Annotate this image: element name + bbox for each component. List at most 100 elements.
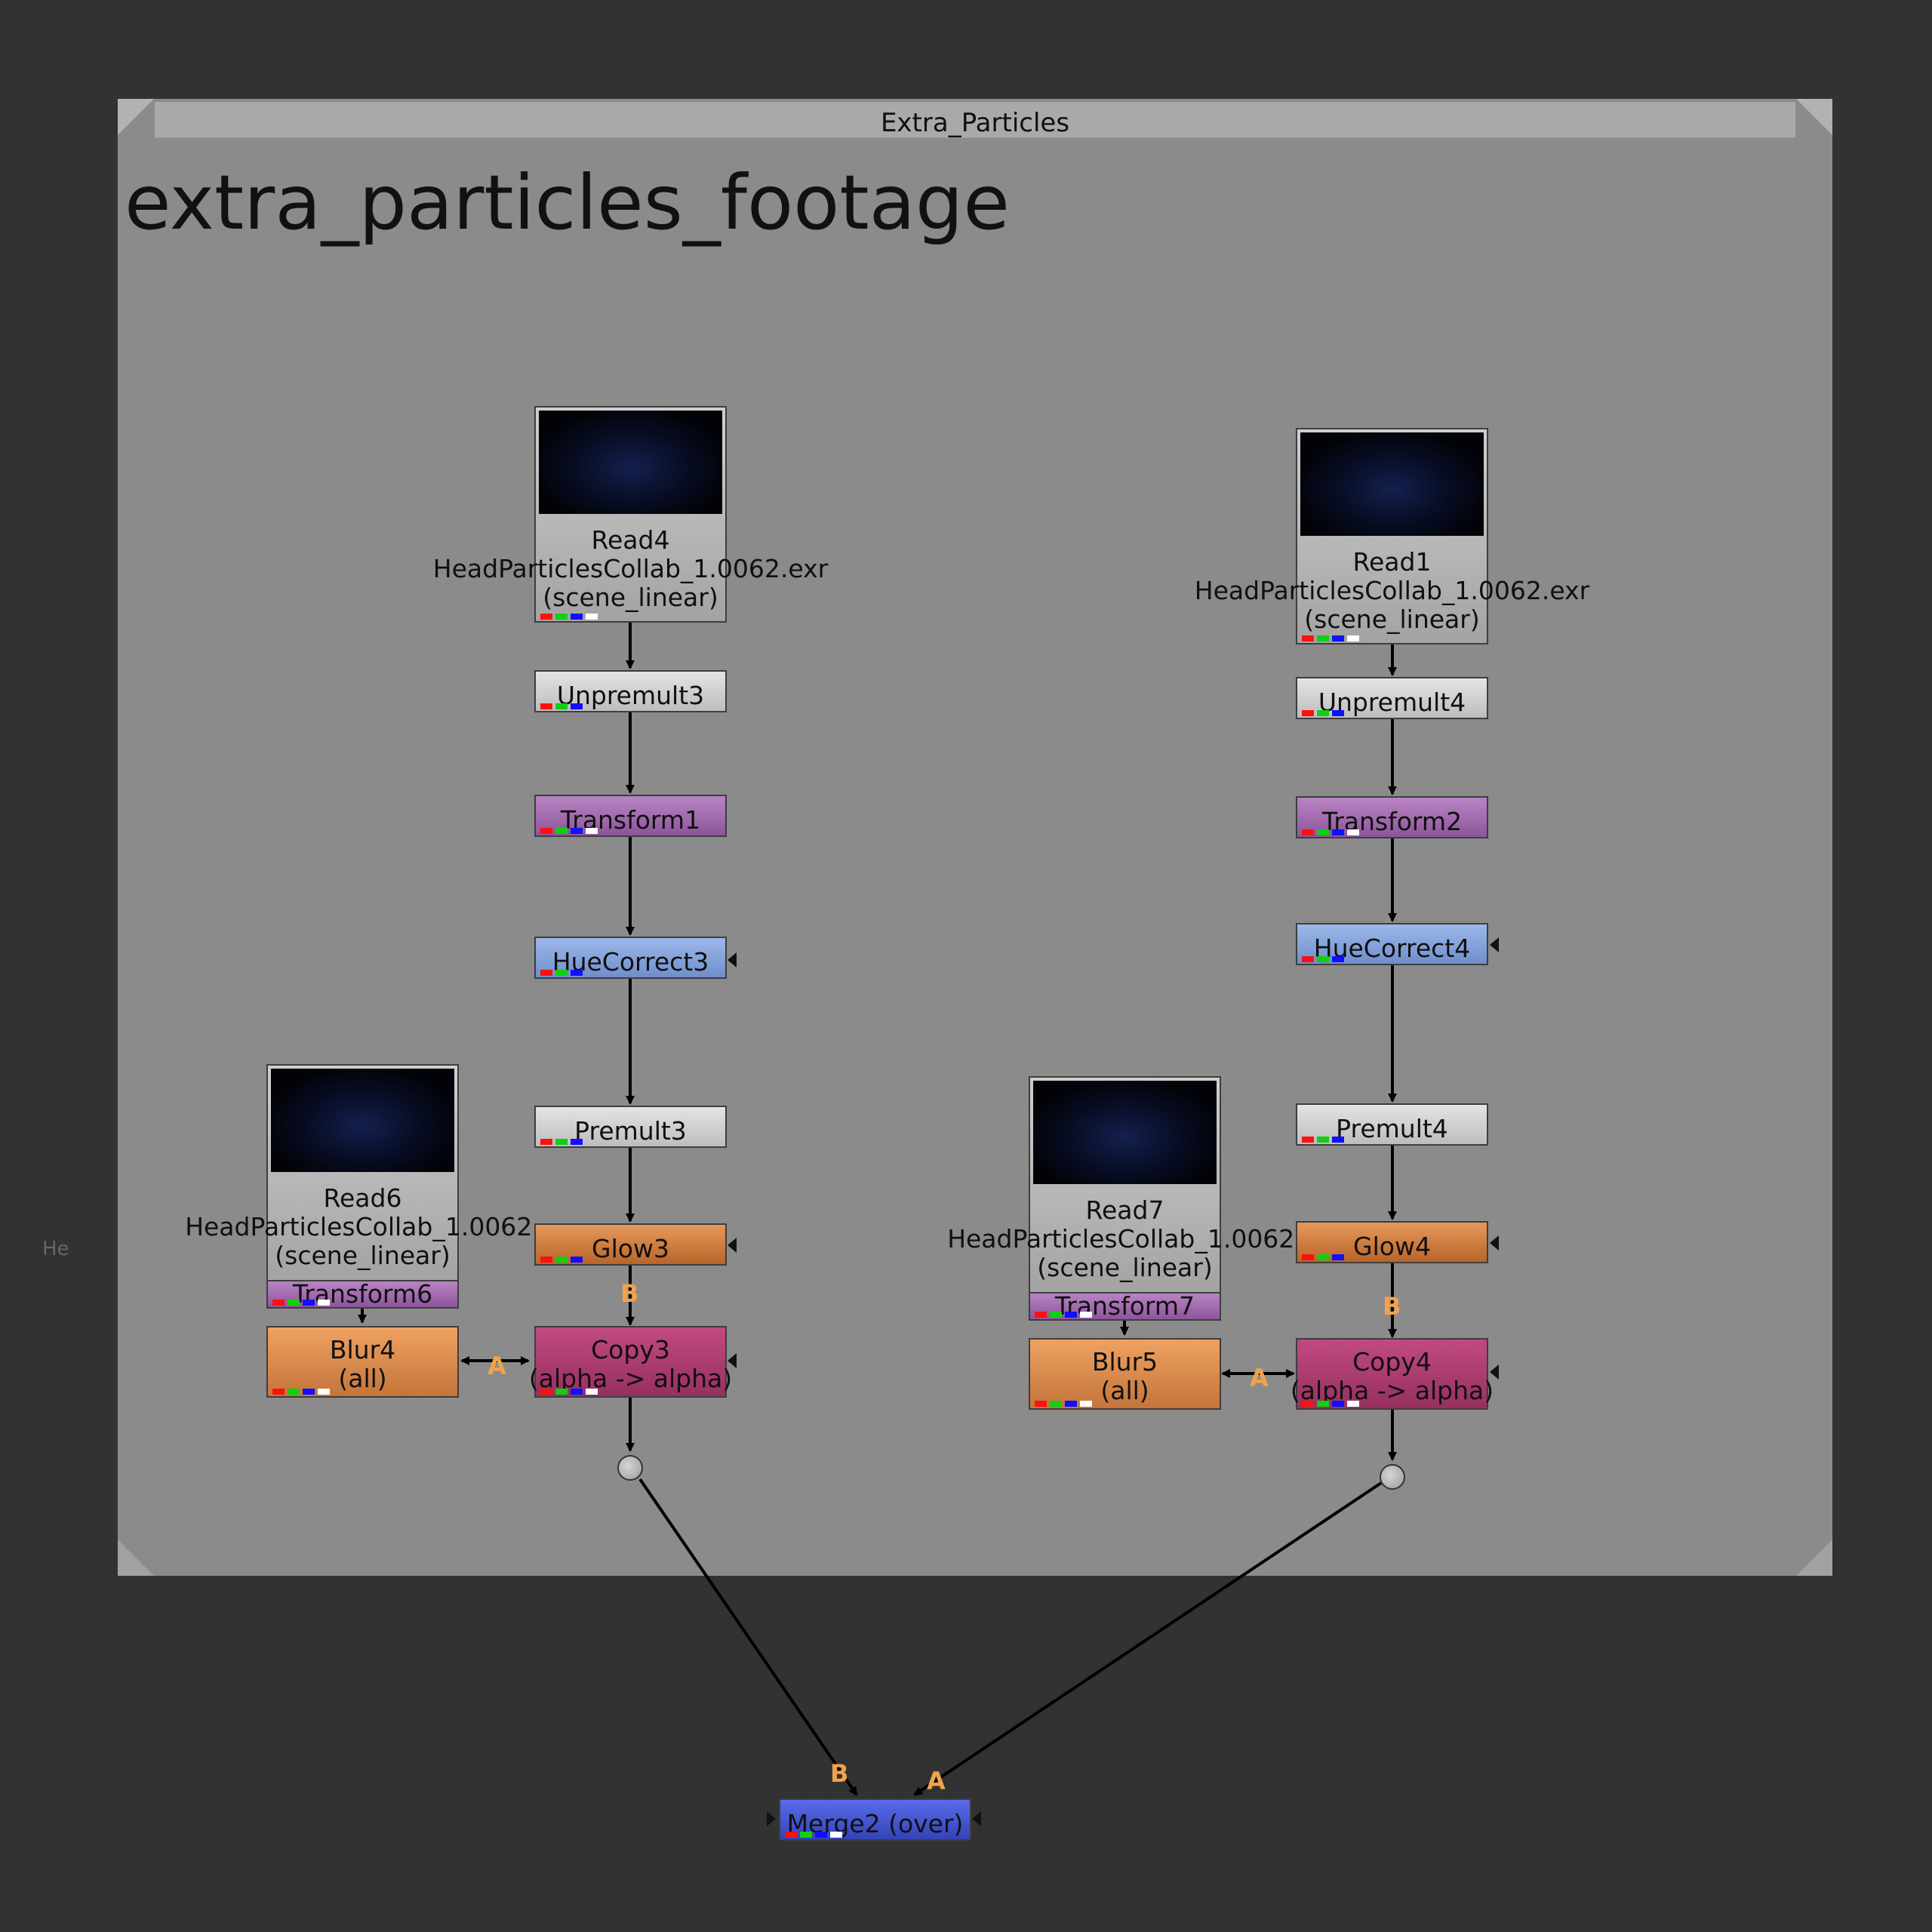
huecorrect3-name: HueCorrect3: [552, 947, 709, 977]
huecorrect4-name: HueCorrect4: [1313, 934, 1471, 963]
read4-thumbnail: [539, 411, 722, 514]
node-transform2[interactable]: Transform2: [1296, 796, 1488, 838]
dot-right[interactable]: [1380, 1464, 1405, 1490]
copy4-mask-input[interactable]: [1490, 1364, 1499, 1380]
transform7-name: Transform7: [1054, 1291, 1195, 1321]
node-read6[interactable]: Read6 HeadParticlesCollab_1.0062. (scene…: [185, 1064, 540, 1281]
unpremult3-name: Unpremult3: [556, 681, 705, 710]
node-unpremult4[interactable]: Unpremult4: [1296, 677, 1488, 719]
backdrop-label: extra_particles_footage: [125, 158, 1010, 247]
merge2-mask-input[interactable]: [972, 1811, 981, 1826]
unpremult4-channel-indicator: [1302, 710, 1377, 716]
node-glow4[interactable]: Glow4: [1296, 1221, 1488, 1263]
huecorrect3-mask-input[interactable]: [728, 952, 737, 968]
transform2-channel-indicator: [1302, 829, 1377, 835]
backdrop-resize-handle-br[interactable]: [1796, 1540, 1832, 1576]
huecorrect4-channel-indicator: [1302, 956, 1377, 962]
node-copy3[interactable]: Copy3 (alpha -> alpha): [529, 1326, 732, 1398]
merge2-input-a-label: A: [927, 1767, 946, 1795]
read6-name: Read6: [323, 1183, 402, 1213]
merge2-input-b-label: B: [830, 1759, 849, 1788]
node-blur4[interactable]: Blur4 (all): [266, 1326, 459, 1398]
transform7-channel-indicator: [1035, 1312, 1110, 1318]
transform6-channel-indicator: [272, 1300, 348, 1306]
blur5-sub: (all): [1100, 1376, 1149, 1405]
node-read4[interactable]: Read4 HeadParticlesCollab_1.0062.exr (sc…: [433, 406, 828, 623]
node-huecorrect3[interactable]: HueCorrect3: [534, 937, 727, 979]
glow4-name: Glow4: [1353, 1232, 1431, 1261]
backdrop-corner-handle-bl[interactable]: [118, 1540, 154, 1576]
blur4-sub: (all): [338, 1364, 387, 1393]
copy4-input-b-label: B: [1383, 1292, 1401, 1321]
read1-colorspace: (scene_linear): [1304, 605, 1480, 634]
backdrop-title-bar[interactable]: Extra_Particles: [155, 102, 1795, 138]
glow4-mask-input[interactable]: [1490, 1235, 1499, 1251]
blur5-channel-indicator: [1035, 1401, 1110, 1407]
huecorrect3-channel-indicator: [540, 970, 616, 976]
read7-file: HeadParticlesCollab_1.0062.: [947, 1224, 1303, 1254]
node-blur5[interactable]: Blur5 (all): [1029, 1338, 1221, 1410]
unpremult3-channel-indicator: [540, 703, 616, 709]
node-premult3[interactable]: Premult3: [534, 1106, 727, 1148]
copy3-name: Copy3: [591, 1335, 670, 1364]
node-huecorrect4[interactable]: HueCorrect4: [1296, 923, 1488, 965]
read7-thumbnail: [1033, 1081, 1217, 1184]
glow3-name: Glow3: [592, 1234, 669, 1263]
premult4-name: Premult4: [1336, 1114, 1448, 1143]
copy4-channel-indicator: [1302, 1401, 1377, 1407]
blur4-name: Blur4: [329, 1335, 396, 1364]
node-merge2[interactable]: Merge2 (over): [779, 1798, 971, 1841]
read7-name: Read7: [1085, 1195, 1164, 1225]
node-copy4[interactable]: Copy4 (alpha -> alpha): [1291, 1338, 1494, 1410]
premult3-name: Premult3: [574, 1116, 687, 1146]
wire-dot-left-merge2-b: [638, 1478, 858, 1796]
copy4-name: Copy4: [1352, 1347, 1432, 1377]
node-read7[interactable]: Read7 HeadParticlesCollab_1.0062. (scene…: [947, 1076, 1303, 1294]
node-read1[interactable]: Read1 HeadParticlesCollab_1.0062.exr (sc…: [1195, 428, 1589, 645]
blur5-name: Blur5: [1091, 1347, 1158, 1377]
read1-channel-indicator: [1302, 635, 1377, 641]
transform6-name: Transform6: [292, 1279, 433, 1309]
read4-channel-indicator: [540, 614, 616, 620]
copy3-channel-indicator: [540, 1389, 616, 1395]
dot-left[interactable]: [617, 1455, 643, 1481]
merge2-name: Merge2 (over): [786, 1809, 964, 1838]
read4-file: HeadParticlesCollab_1.0062.exr: [432, 554, 829, 583]
blur4-channel-indicator: [272, 1389, 348, 1395]
node-unpremult3[interactable]: Unpremult3: [534, 670, 727, 712]
backdrop-title: Extra_Particles: [880, 108, 1070, 138]
glow3-channel-indicator: [540, 1257, 616, 1263]
read1-name: Read1: [1352, 547, 1432, 577]
read1-thumbnail: [1300, 432, 1484, 536]
glow3-mask-input[interactable]: [728, 1238, 737, 1253]
node-transform6[interactable]: Transform6: [266, 1279, 459, 1309]
read4-colorspace: (scene_linear): [543, 583, 718, 612]
read6-thumbnail: [271, 1069, 454, 1172]
copy4-input-a-label: A: [1250, 1364, 1269, 1392]
backdrop-corner-handle-tr[interactable]: [1796, 99, 1832, 135]
premult3-channel-indicator: [540, 1139, 616, 1145]
node-transform1[interactable]: Transform1: [534, 795, 727, 837]
read1-file: HeadParticlesCollab_1.0062.exr: [1194, 576, 1590, 605]
node-premult4[interactable]: Premult4: [1296, 1103, 1488, 1146]
copy3-input-b-label: B: [620, 1279, 639, 1308]
unpremult4-name: Unpremult4: [1318, 688, 1466, 717]
read6-colorspace: (scene_linear): [275, 1241, 451, 1270]
read6-file: HeadParticlesCollab_1.0062.: [185, 1212, 540, 1241]
backdrop-corner-handle-tl[interactable]: [118, 99, 154, 135]
node-transform7[interactable]: Transform7: [1029, 1291, 1221, 1321]
copy3-mask-input[interactable]: [728, 1353, 737, 1368]
transform2-name: Transform2: [1321, 807, 1463, 836]
node-glow3[interactable]: Glow3: [534, 1223, 727, 1266]
huecorrect4-mask-input[interactable]: [1490, 937, 1499, 952]
transform1-channel-indicator: [540, 828, 616, 834]
wire-dot-right-merge2-a: [913, 1481, 1383, 1796]
copy3-input-a-label: A: [488, 1352, 506, 1380]
merge2-left-arrow: [767, 1811, 776, 1826]
read4-name: Read4: [591, 525, 670, 555]
read7-colorspace: (scene_linear): [1037, 1253, 1213, 1282]
premult4-channel-indicator: [1302, 1137, 1377, 1143]
transform1-name: Transform1: [560, 805, 701, 835]
copy4-sub: (alpha -> alpha): [1290, 1376, 1494, 1405]
